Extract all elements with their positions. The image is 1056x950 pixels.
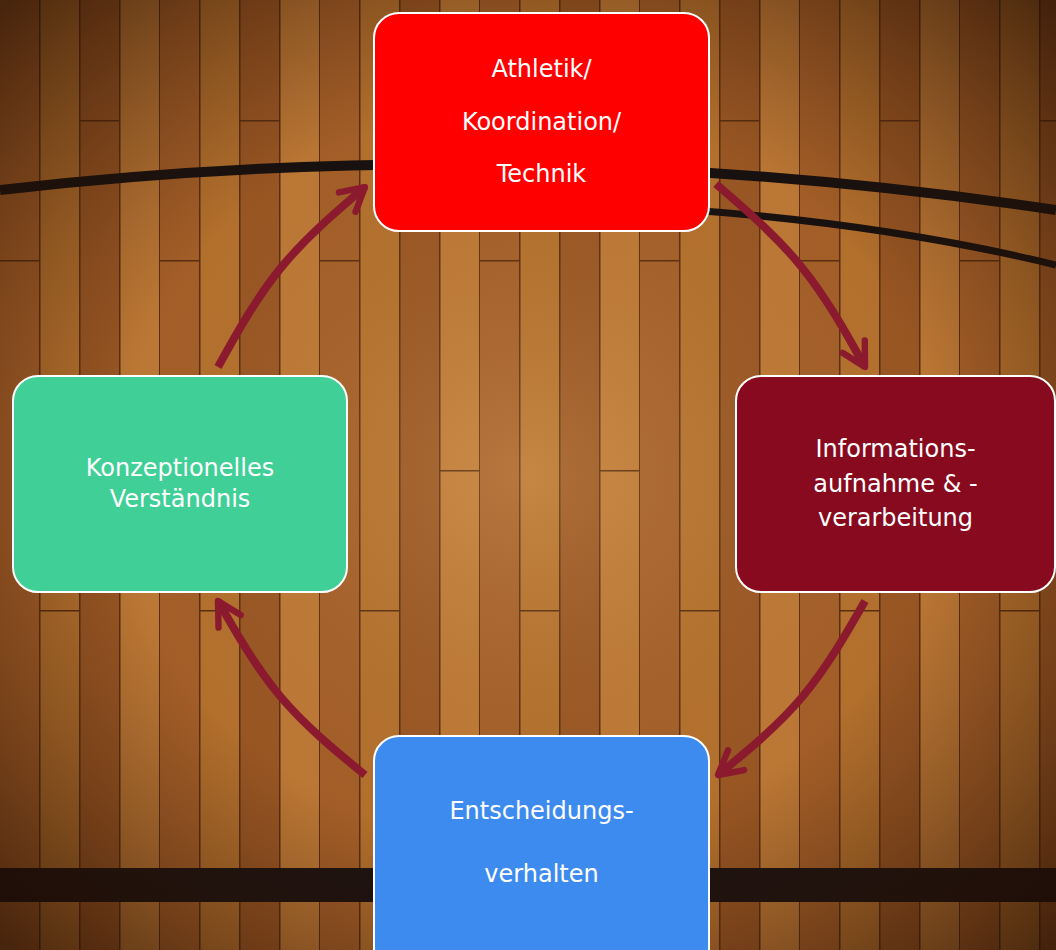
cycle-arrow xyxy=(218,601,365,775)
box-label: Konzeptionelles Verständnis xyxy=(50,453,310,515)
process-box: Entscheidungs- verhalten xyxy=(373,735,710,950)
text-holder: Konzeptionelles Verständnis xyxy=(50,453,310,515)
box-label: Entscheidungs- verhalten xyxy=(422,780,662,905)
cycle-arrow xyxy=(718,601,865,775)
process-box: Informations- aufnahme & - verarbeitung xyxy=(735,375,1056,593)
process-box: Konzeptionelles Verständnis xyxy=(12,375,348,593)
text-holder: Informations- aufnahme & - verarbeitung xyxy=(791,432,1001,536)
cycle-arrow xyxy=(218,187,365,367)
box-label: Informations- aufnahme & - verarbeitung xyxy=(791,432,1001,536)
cycle-arrow xyxy=(716,184,865,367)
process-box: Athletik/ Koordination/ Technik xyxy=(373,12,710,232)
box-label: Athletik/ Koordination/ Technik xyxy=(437,43,647,201)
text-holder: Athletik/ Koordination/ Technik xyxy=(437,43,647,201)
text-holder: Entscheidungs- verhalten xyxy=(422,780,662,905)
